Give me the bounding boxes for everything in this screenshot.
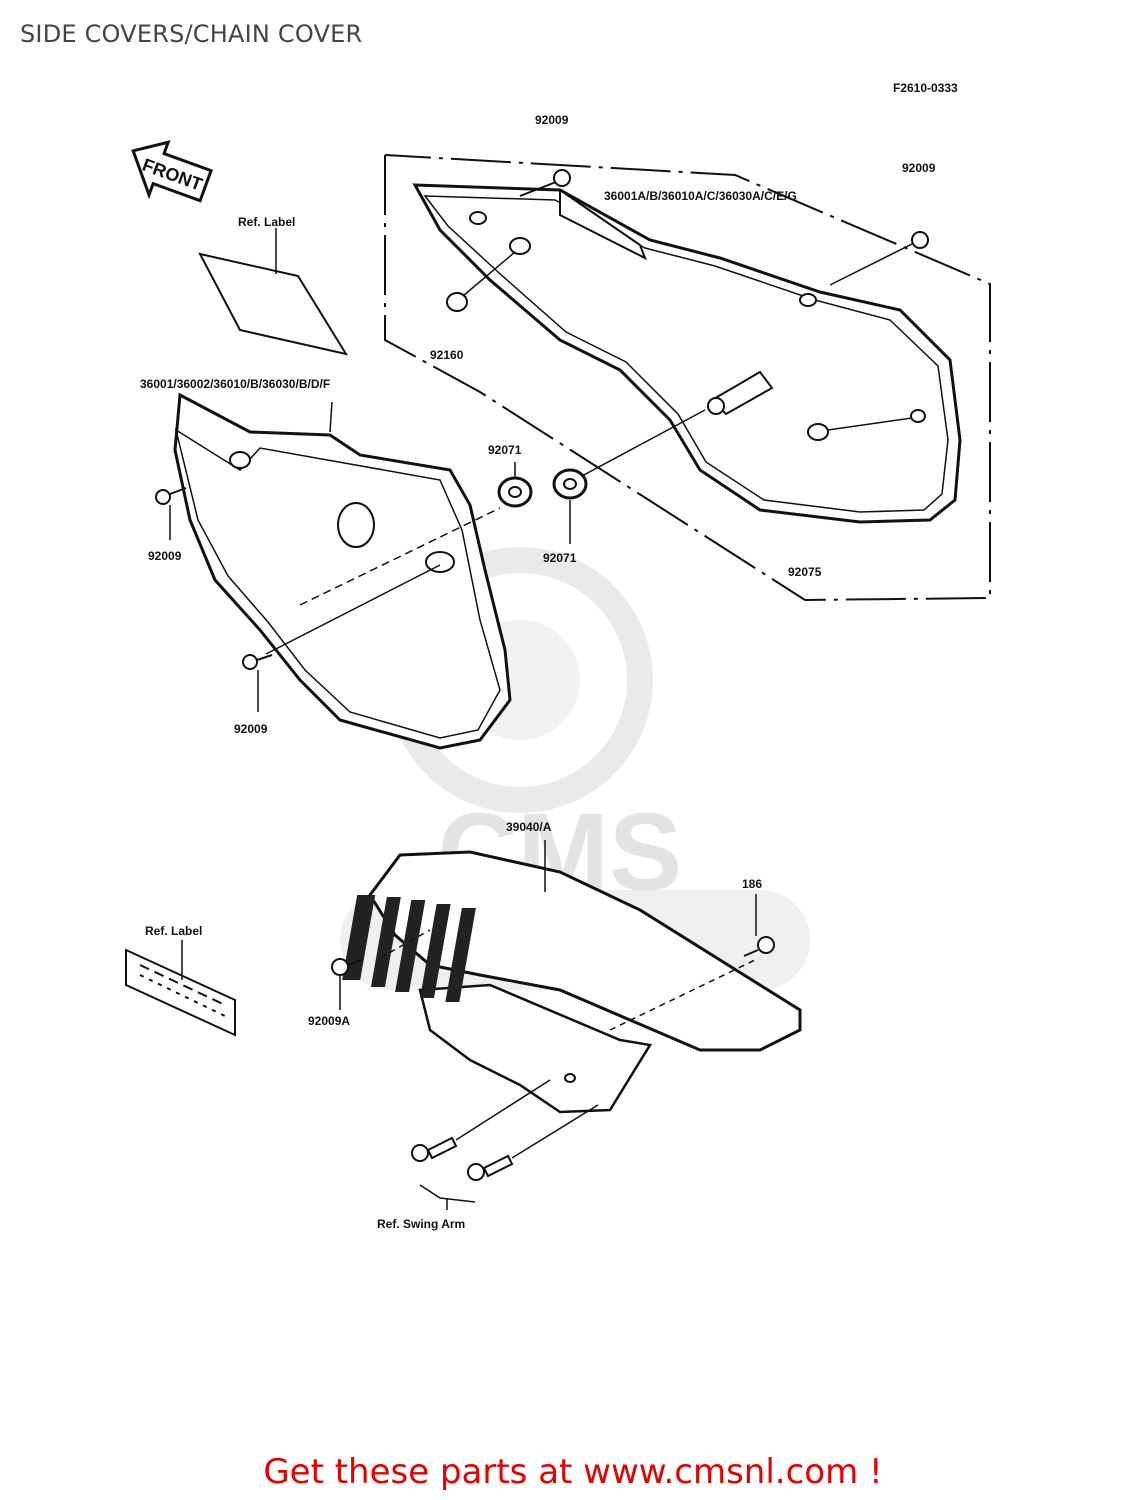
label-186: 186 — [742, 877, 762, 891]
swing-arm-bolt-1-icon — [411, 1079, 551, 1162]
chain-cover-ribs — [342, 895, 476, 1002]
label-92075: 92075 — [788, 565, 822, 579]
grommet-92071-b-icon — [552, 409, 706, 544]
label-ref-label-bottom: Ref. Label — [145, 924, 202, 938]
grommet-92160-icon — [446, 251, 516, 312]
ref-label-sticker-bottom — [125, 940, 236, 1037]
label-36001A: 36001A/B/36010A/C/36030A/C/E/G — [604, 189, 797, 203]
label-92009-right: 92009 — [902, 161, 936, 175]
page-title: SIDE COVERS/CHAIN COVER — [20, 20, 363, 48]
swing-arm-bolt-2-icon — [467, 1104, 599, 1181]
label-ref-label-top: Ref. Label — [238, 215, 295, 229]
label-92009-left: 92009 — [148, 549, 182, 563]
bolt-92009-left-icon — [155, 487, 187, 540]
label-92071-b: 92071 — [543, 551, 577, 565]
label-92009-top: 92009 — [535, 113, 569, 127]
label-92009A: 92009A — [308, 1014, 350, 1028]
label-92160: 92160 — [430, 348, 464, 362]
bolt-92009-bottom-icon — [242, 564, 441, 712]
label-36001: 36001/36002/36010/B/36030/B/D/F — [140, 377, 330, 391]
bolt-92009-right-icon — [829, 231, 929, 286]
footer-cta-link[interactable]: Get these parts at www.cmsnl.com ! — [263, 1452, 883, 1492]
left-side-cover — [173, 392, 512, 750]
label-92009-bottom: 92009 — [234, 722, 268, 736]
bolt-92009-top-icon — [519, 169, 571, 197]
front-arrow-icon: FRONT — [131, 140, 213, 203]
figure-code: F2610-0333 — [893, 81, 958, 95]
label-92071-a: 92071 — [488, 443, 522, 457]
collar-92075-icon — [807, 417, 913, 441]
label-39040: 39040/A — [506, 820, 552, 834]
chain-cover — [342, 840, 802, 1114]
bolt-186-icon — [743, 894, 775, 957]
label-ref-swing-arm: Ref. Swing Arm — [377, 1217, 465, 1231]
bolt-92009A-icon — [331, 958, 363, 1010]
grommet-92071-a-icon — [497, 462, 533, 508]
ref-label-sticker-top — [198, 252, 349, 356]
